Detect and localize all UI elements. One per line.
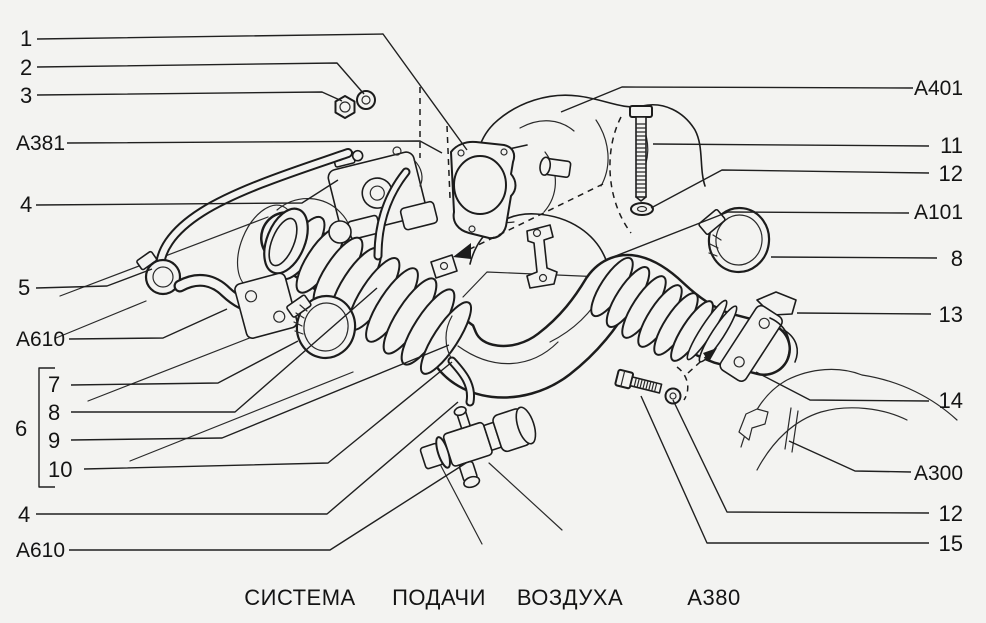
callout-a300: A300 — [914, 462, 963, 485]
leader-lines — [35, 33, 938, 551]
callout-a610-bottom: A610 — [16, 539, 65, 562]
callout-1: 1 — [20, 26, 32, 51]
worm-clamp-left-drawing — [286, 294, 357, 360]
duct-mounting-ear — [430, 254, 458, 279]
callout-3: 3 — [20, 83, 32, 108]
hose-clamp-fitting-drawing — [136, 250, 182, 296]
assembly-direction-marks — [419, 87, 717, 401]
callout-4-bottom: 4 — [18, 502, 30, 527]
short-bolt-drawing — [614, 368, 682, 405]
callout-10: 10 — [48, 457, 72, 482]
callout-7: 7 — [48, 372, 60, 397]
intake-duct-drawing — [236, 197, 799, 399]
callout-13: 13 — [939, 302, 963, 327]
callout-8-left: 8 — [48, 400, 60, 425]
nut-and-washer-drawing — [334, 90, 376, 119]
callout-8-right: 8 — [951, 246, 963, 271]
callout-a401: A401 — [914, 77, 963, 100]
callout-labels: 1 2 3 A381 4 5 A610 6 7 8 9 10 4 A610 A4… — [15, 26, 963, 562]
duct-inlet — [236, 197, 352, 290]
body-panel-a300-drawing — [738, 368, 958, 471]
caption-word-3: ВОЗДУХА — [517, 585, 623, 610]
engine-bay-sketch-lines — [55, 216, 563, 545]
throttle-gasket-drawing — [450, 140, 517, 240]
callout-11: 11 — [940, 133, 963, 158]
callout-a610-top: A610 — [16, 328, 65, 351]
callout-a381: A381 — [16, 132, 65, 155]
worm-clamp-right-drawing — [698, 206, 771, 274]
caption-word-1: СИСТЕМА — [244, 585, 355, 610]
vent-hoses-drawing — [154, 148, 476, 407]
caption-word-2: ПОДАЧИ — [392, 585, 486, 610]
right-bellows — [590, 256, 714, 362]
valve-assembly-drawing — [419, 406, 537, 489]
engine-side-plug — [539, 156, 572, 179]
long-bolt-drawing — [629, 105, 654, 216]
elbow-bracket-a610-drawing — [173, 272, 298, 339]
callout-15: 15 — [939, 531, 963, 556]
direction-arrowhead-right — [703, 348, 717, 362]
figure-caption: СИСТЕМА ПОДАЧИ ВОЗДУХА А380 — [244, 585, 740, 610]
group-6-bracket — [38, 367, 55, 488]
direction-arrowhead-left — [453, 243, 471, 259]
callout-14: 14 — [939, 388, 963, 413]
callout-12-bottom: 12 — [939, 501, 963, 526]
callout-4-top: 4 — [20, 192, 32, 217]
caption-figure-code: А380 — [687, 585, 740, 610]
callout-9: 9 — [48, 428, 60, 453]
callout-12-top: 12 — [939, 161, 963, 186]
intake-housing-drawing — [719, 291, 799, 382]
callout-2: 2 — [20, 55, 32, 80]
callout-5: 5 — [18, 275, 30, 300]
callout-6: 6 — [15, 416, 27, 441]
callout-a101: A101 — [914, 201, 963, 224]
engine-mount-bracket — [526, 224, 558, 289]
